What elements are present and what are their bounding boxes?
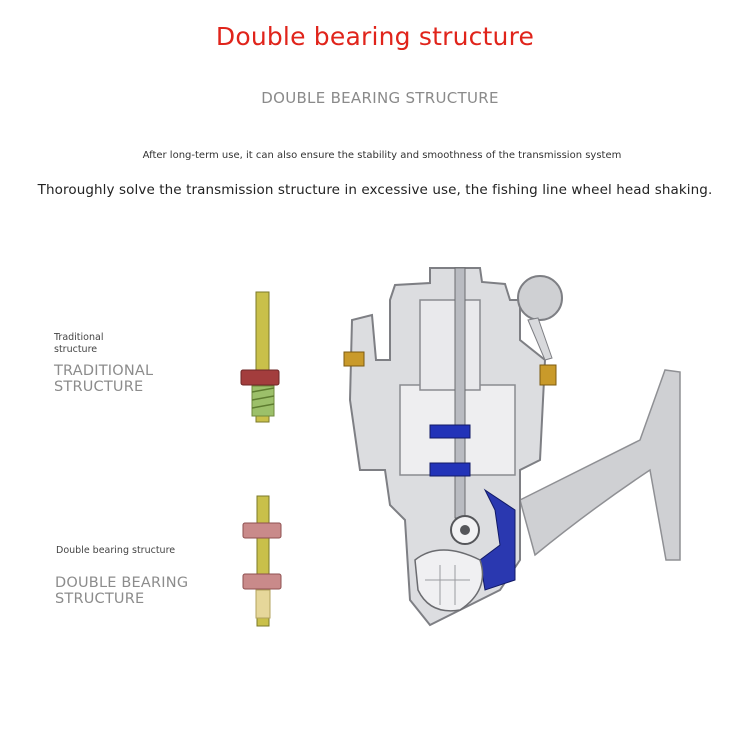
lower-bearing — [242, 573, 282, 590]
description-small: After long-term use, it can also ensure … — [142, 150, 622, 161]
double-shaft-illustration — [242, 495, 282, 627]
reel-lower-bearing — [429, 462, 471, 477]
double-label-big: DOUBLE BEARING STRUCTURE — [55, 575, 189, 607]
upper-bearing — [242, 522, 282, 539]
traditional-bearing — [240, 369, 280, 386]
traditional-shaft-illustration — [240, 291, 280, 423]
double-label-small: Double bearing structure — [56, 545, 176, 556]
traditional-label-big: TRADITIONAL STRUCTURE — [54, 363, 154, 395]
traditional-label-small: Traditional structure — [54, 332, 104, 355]
reel-cutaway-illustration — [343, 267, 681, 627]
reel-upper-bearing — [429, 424, 471, 439]
description-large: Thoroughly solve the transmission struct… — [37, 182, 713, 198]
page-subtitle: DOUBLE BEARING STRUCTURE — [261, 89, 499, 107]
page-title: Double bearing structure — [215, 22, 535, 51]
